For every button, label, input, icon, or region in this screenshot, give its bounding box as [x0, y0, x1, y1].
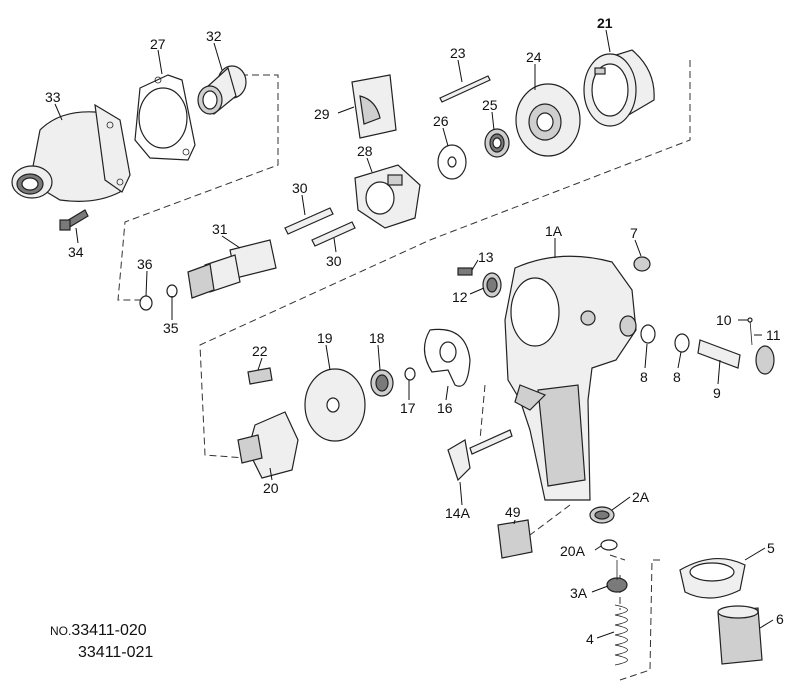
label-8-right: 8 — [673, 369, 681, 385]
label-10: 10 — [716, 312, 732, 328]
label-36: 36 — [137, 256, 153, 272]
part-4-spring — [614, 604, 628, 666]
label-26: 26 — [433, 113, 449, 129]
label-19: 19 — [317, 330, 333, 346]
part-2A-bushing — [589, 506, 615, 524]
part-32-bushing — [197, 65, 247, 116]
label-27: 27 — [150, 36, 166, 52]
part-20A-o-ring — [600, 539, 618, 551]
label-1A: 1A — [545, 223, 563, 239]
label-12: 12 — [452, 289, 468, 305]
part-49-filter — [497, 519, 533, 559]
label-13: 13 — [478, 249, 494, 265]
label-9: 9 — [713, 385, 721, 401]
label-25: 25 — [482, 97, 498, 113]
part-18-bearing — [370, 369, 394, 397]
part-22-blade — [247, 367, 273, 385]
part-16-gasket-plate — [423, 328, 471, 387]
label-24: 24 — [526, 49, 542, 65]
label-31: 31 — [212, 221, 228, 237]
label-23: 23 — [450, 45, 466, 61]
label-6: 6 — [776, 611, 784, 627]
model-number-prefix: NO. — [50, 624, 72, 638]
part-19-rotor-plate — [304, 368, 366, 442]
label-8-left: 8 — [640, 369, 648, 385]
part-36-35-rings — [139, 284, 178, 311]
model-numbers: NO.33411-020 33411-021 — [50, 620, 153, 664]
part-21-cylinder — [583, 49, 655, 127]
part-33-front-housing — [11, 103, 131, 202]
part-13-12-screw-throttle — [457, 267, 502, 298]
label-34: 34 — [68, 244, 84, 260]
label-20A: 20A — [560, 543, 586, 559]
label-20: 20 — [263, 480, 279, 496]
label-2A: 2A — [632, 489, 650, 505]
part-34-screw — [59, 209, 89, 231]
label-30-lower: 30 — [326, 253, 342, 269]
label-16: 16 — [437, 400, 453, 416]
model-number-first: NO.33411-020 — [50, 620, 153, 642]
label-18: 18 — [369, 330, 385, 346]
label-32: 32 — [206, 28, 222, 44]
part-14A-trigger — [447, 429, 513, 482]
assembly-guide-lines — [117, 60, 691, 681]
part-27-gasket — [134, 74, 196, 161]
part-8-o-rings — [640, 324, 690, 353]
label-3A: 3A — [570, 585, 588, 601]
part-20-rotor — [237, 411, 299, 479]
part-26-washer — [437, 144, 467, 180]
label-4: 4 — [586, 631, 594, 647]
part-25-bearing — [484, 128, 510, 158]
label-14A: 14A — [445, 505, 471, 521]
label-7: 7 — [630, 225, 638, 241]
part-1A-main-housing — [504, 255, 637, 501]
label-29: 29 — [314, 106, 330, 122]
part-23-pin — [439, 75, 491, 103]
label-5: 5 — [767, 540, 775, 556]
label-33: 33 — [45, 89, 61, 105]
part-24-rear-plate — [515, 83, 581, 157]
part-6-air-inlet — [717, 605, 763, 665]
label-35: 35 — [163, 320, 179, 336]
part-29-hammer — [351, 74, 397, 139]
label-30-upper: 30 — [292, 180, 308, 196]
label-17: 17 — [400, 400, 416, 416]
leader-lines — [54, 29, 774, 639]
part-30-pins — [284, 207, 356, 247]
part-5-exhaust-deflector — [679, 557, 746, 599]
model-number-first-value: 33411-020 — [71, 622, 147, 639]
label-28: 28 — [357, 143, 373, 159]
part-3A-valve — [606, 560, 628, 593]
part-17-snap-ring — [404, 367, 416, 381]
label-11: 11 — [766, 327, 781, 343]
part-28-hammer-frame — [354, 164, 421, 229]
label-49: 49 — [505, 504, 521, 520]
model-number-second: 33411-021 — [78, 644, 154, 661]
part-labels: 33 27 32 23 24 21 29 25 26 28 30 30 31 3… — [45, 15, 784, 647]
label-22: 22 — [252, 343, 268, 359]
label-21: 21 — [597, 15, 613, 31]
part-7-plug — [633, 256, 651, 272]
part-9-10-11-reverse-valve — [697, 317, 775, 375]
part-31-anvil — [187, 239, 277, 299]
